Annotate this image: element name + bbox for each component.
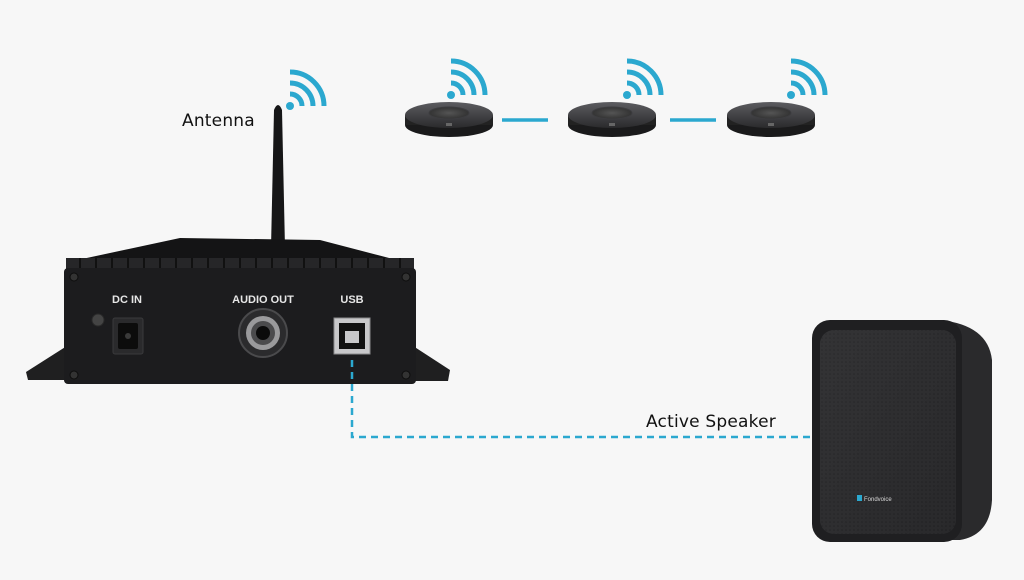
status-led <box>91 313 105 327</box>
usb-cable-dashed <box>350 360 822 439</box>
antenna <box>271 105 285 248</box>
microphone-pod <box>405 102 493 137</box>
wifi-icon <box>447 58 488 99</box>
mounting-flange-left <box>26 344 70 380</box>
device-top-panel <box>68 238 412 264</box>
microphone-pod <box>727 102 815 137</box>
dc-jack <box>112 317 144 355</box>
wifi-icon <box>623 58 664 99</box>
port-label-usb: USB <box>340 294 363 306</box>
device-screws <box>69 272 411 380</box>
wifi-icon <box>286 69 327 110</box>
active-speaker: Fondvoice <box>812 320 992 542</box>
audio-jack <box>238 308 288 358</box>
port-label-audio-out: AUDIO OUT <box>232 294 294 306</box>
antenna-label: Antenna <box>182 111 255 131</box>
microphone-pod <box>568 102 656 137</box>
usb-b-port <box>333 317 371 355</box>
active-speaker-label: Active Speaker <box>646 412 776 432</box>
wifi-icon <box>787 58 828 99</box>
port-label-dc-in: DC IN <box>112 294 142 306</box>
mounting-flange-right <box>410 344 450 381</box>
speaker-brand-text: Fondvoice <box>864 497 892 503</box>
speaker-brand-logo: Fondvoice <box>857 495 892 503</box>
